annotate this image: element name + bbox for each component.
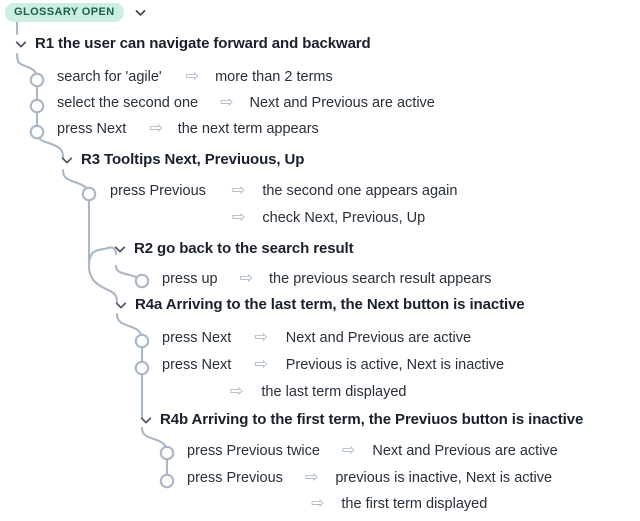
leaf-row[interactable]: press Next ⇨ Previous is active, Next is… <box>162 356 505 374</box>
leaf-row[interactable]: select the second one ⇨ Next and Previou… <box>57 94 435 112</box>
arrow-right-icon: ⇨ <box>239 270 254 287</box>
arrow-right-icon: ⇨ <box>341 442 356 459</box>
branch-title: R4a Arriving to the last term, the Next … <box>135 296 525 313</box>
branch-title: R1 the user can navigate forward and bac… <box>35 35 371 52</box>
step-effect: more than 2 terms <box>215 69 333 85</box>
leaf-row[interactable]: ⇨ the last term displayed <box>230 383 407 401</box>
step-cause: press up <box>162 271 218 287</box>
chevron-down-icon[interactable] <box>113 242 127 256</box>
status-badge[interactable]: GLOSSARY OPEN <box>5 3 124 23</box>
branch-heading-r3[interactable]: R3 Tooltips Next, Previuous, Up <box>60 151 304 168</box>
arrow-right-icon: ⇨ <box>304 469 319 486</box>
arrow-right-icon: ⇨ <box>311 495 325 512</box>
step-cause: press Next <box>162 357 232 373</box>
step-effect: the next term appears <box>177 121 319 137</box>
step-cause: select the second one <box>57 95 199 111</box>
arrow-right-icon: ⇨ <box>254 356 268 373</box>
leaf-row[interactable]: press Previous twice ⇨ Next and Previous… <box>187 442 558 460</box>
leaf-row[interactable]: ⇨ check Next, Previous, Up <box>232 209 426 227</box>
step-cause: press Previous twice <box>187 443 320 459</box>
branch-heading-r4b[interactable]: R4b Arriving to the first term, the Prev… <box>139 411 583 428</box>
step-effect: check Next, Previous, Up <box>262 210 426 226</box>
arrow-right-icon: ⇨ <box>254 329 268 346</box>
branch-title: R2 go back to the search result <box>134 240 354 257</box>
leaf-row[interactable]: press Next ⇨ Next and Previous are activ… <box>162 329 472 347</box>
step-effect: the last term displayed <box>261 384 407 400</box>
leaf-row[interactable]: press Previous ⇨ the second one appears … <box>110 182 458 200</box>
chevron-down-icon[interactable] <box>114 298 128 312</box>
chevron-down-icon[interactable] <box>139 413 153 427</box>
chevron-down-icon[interactable] <box>60 153 74 167</box>
leaf-row[interactable]: press up ⇨ the previous search result ap… <box>162 270 492 288</box>
arrow-right-icon: ⇨ <box>231 182 246 199</box>
leaf-row[interactable]: search for 'agile' ⇨ more than 2 terms <box>57 68 333 86</box>
step-effect: Next and Previous are active <box>249 95 435 111</box>
step-effect: the first term displayed <box>341 496 488 512</box>
step-effect: Next and Previous are active <box>372 443 558 459</box>
branch-title: R3 Tooltips Next, Previuous, Up <box>81 151 305 168</box>
arrow-right-icon: ⇨ <box>220 94 234 111</box>
step-effect: the previous search result appears <box>269 271 492 287</box>
chevron-down-icon[interactable] <box>134 6 147 19</box>
chevron-down-icon[interactable] <box>14 37 28 51</box>
step-effect: Previous is active, Next is inactive <box>285 357 505 373</box>
branch-heading-r2[interactable]: R2 go back to the search result <box>113 240 354 257</box>
step-effect: Next and Previous are active <box>285 330 472 346</box>
step-cause: press Previous <box>187 470 283 486</box>
arrow-right-icon: ⇨ <box>232 209 246 226</box>
leaf-row[interactable]: press Next ⇨ the next term appears <box>57 120 319 138</box>
branch-heading-r1[interactable]: R1 the user can navigate forward and bac… <box>14 35 371 52</box>
step-effect: the second one appears again <box>262 183 458 199</box>
step-cause: press Previous <box>110 183 206 199</box>
leaf-row[interactable]: press Previous ⇨ previous is inactive, N… <box>187 469 553 487</box>
root-node[interactable]: GLOSSARY OPEN <box>5 3 147 23</box>
step-cause: press Next <box>162 330 232 346</box>
arrow-right-icon: ⇨ <box>230 383 244 400</box>
step-cause: press Next <box>57 121 127 137</box>
branch-heading-r4a[interactable]: R4a Arriving to the last term, the Next … <box>114 296 525 313</box>
arrow-right-icon: ⇨ <box>149 120 163 137</box>
step-cause: search for 'agile' <box>57 69 162 85</box>
arrow-right-icon: ⇨ <box>185 68 200 85</box>
leaf-row[interactable]: ⇨ the first term displayed <box>311 495 488 513</box>
step-effect: previous is inactive, Next is active <box>335 470 553 486</box>
branch-title: R4b Arriving to the first term, the Prev… <box>160 411 584 428</box>
